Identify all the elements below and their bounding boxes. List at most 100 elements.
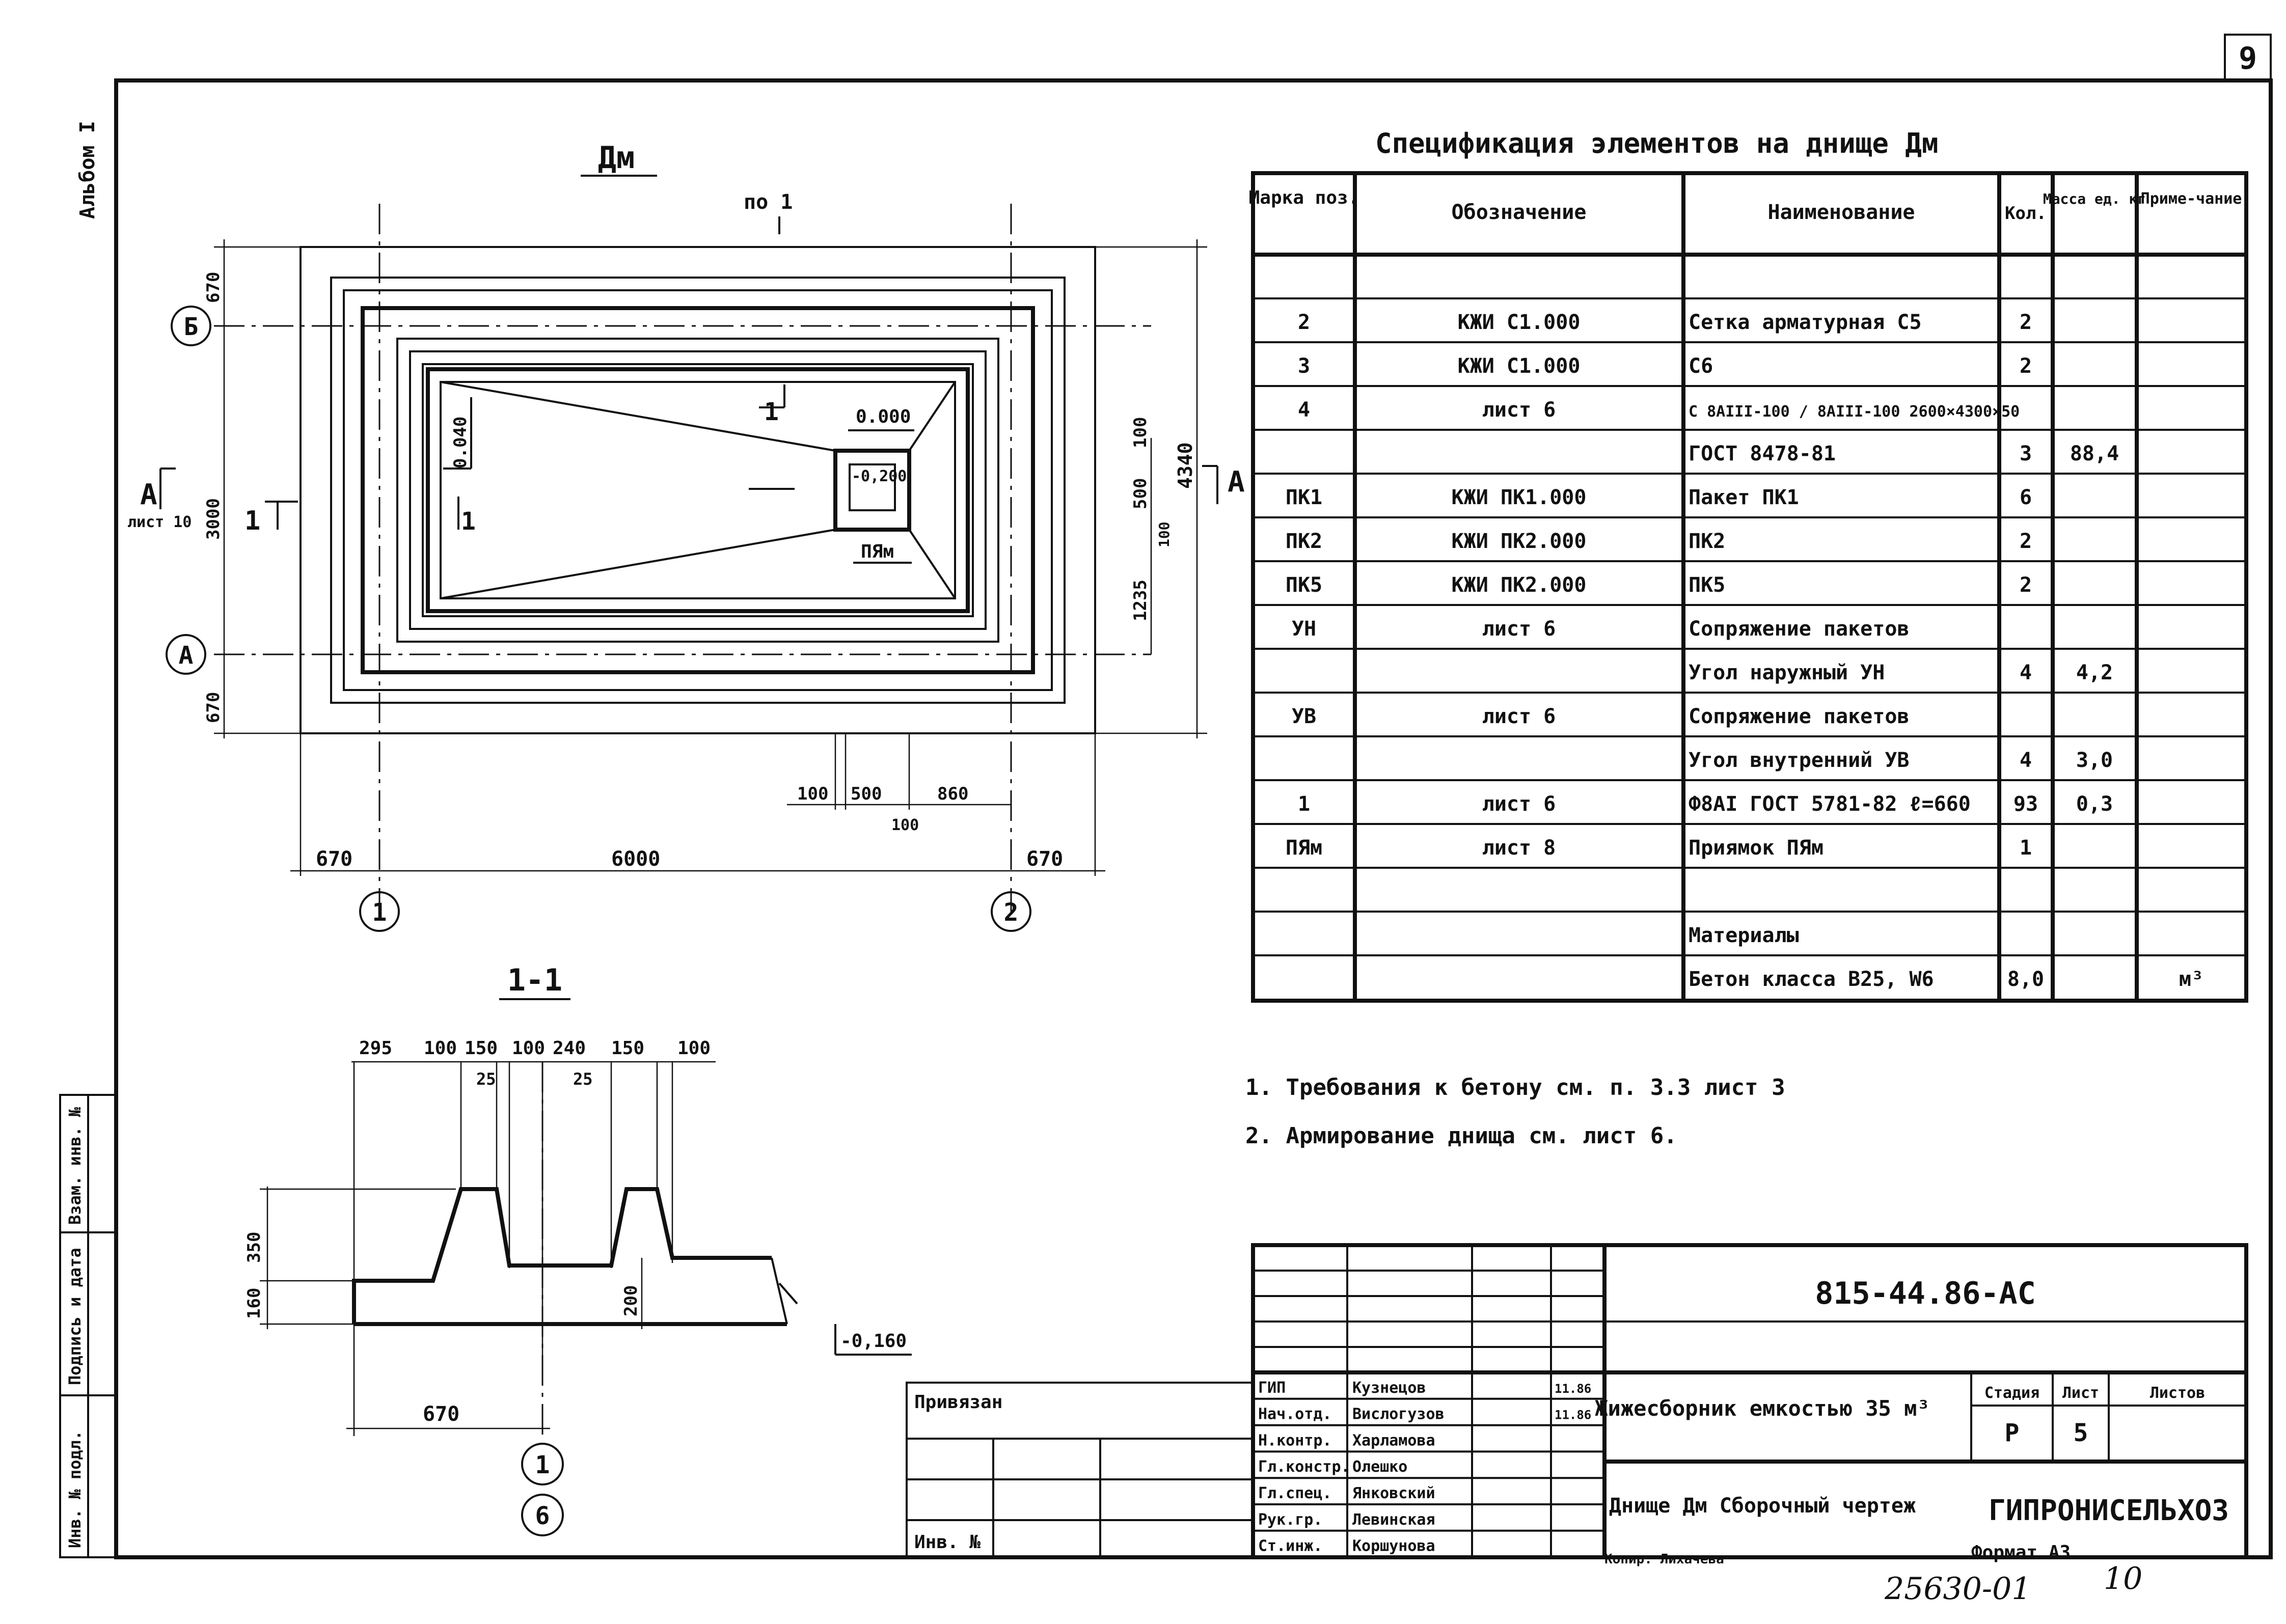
dim-b-100-2: 100 [891,816,919,834]
stamp-date: 11.86 [1555,1382,1591,1396]
section-a-right: А [1228,465,1245,499]
spec-h-name: Наименование [1768,201,1915,224]
sec-dim-160: 160 [244,1288,264,1319]
spec-cell: 0,3 [2076,792,2113,816]
stamp-sheets-h: Листов [2150,1384,2205,1402]
spec-cell: 4,2 [2076,661,2113,684]
spec-cell: 1 [1298,792,1310,816]
sec-dim-670: 670 [423,1402,459,1426]
spec-h-note: Приме-чание [2141,190,2242,208]
sec-mark-m0160: -0,160 [840,1331,907,1352]
spec-cell: 2 [1298,311,1310,334]
note-1: 1. Требования к бетону см. п. 3.3 лист 3 [1245,1075,1785,1100]
sec-dim-150b: 150 [611,1038,644,1059]
spec-cell: КЖИ ПК2.000 [1452,573,1587,597]
spec-cell: КЖИ С1.000 [1458,311,1581,334]
sheet-frame [114,78,2273,1559]
spec-cell: Угол внутренний УВ [1689,749,1909,772]
left-strip: Инв. № подл. Подпись и дата Взам. инв. № [59,1094,117,1558]
stamp-sheet: 5 [2074,1419,2088,1447]
spec-cell: Материалы [1689,924,1799,947]
stamp-kopir: Копир. Лихачева [1604,1552,1724,1567]
dim-mid-left: 3000 [203,498,224,540]
section-1-left: 1 [244,506,260,536]
dim-r-1235: 1235 [1130,580,1151,621]
section-a-left-sheet: лист 10 [127,513,192,531]
spec-cell: лист 8 [1482,836,1556,860]
spec-cell: лист 6 [1482,792,1556,816]
stamp-privyazan: Привязан [914,1392,1002,1413]
spec-h-oboz: Обозначение [1452,201,1587,224]
spec-cell: 4 [2020,749,2032,772]
sec-dim-25a: 25 [476,1069,496,1089]
dim-bot-left: 670 [203,692,224,723]
axis-b-label: Б [184,313,199,341]
stamp-org: ГИПРОНИСЕЛЬХОЗ [1989,1494,2229,1527]
spec-cell: КЖИ ПК1.000 [1452,486,1587,509]
spec-h-mark: Марка поз. [1249,187,1359,208]
spec-cell: Ф8АI ГОСТ 5781-82 ℓ=660 [1689,792,1971,816]
spec-cell: ПК1 [1286,486,1322,509]
spec-cell: Пакет ПК1 [1689,486,1799,509]
dim-r-100-top: 100 [1130,417,1151,448]
strip-inv-podl: Инв. № подл. [65,1430,85,1548]
section-1-inner: 1 [461,507,476,536]
plan-view: Дм по 1 Б А 1 2 [127,140,1245,932]
sec-dim-100b: 100 [512,1038,545,1059]
spec-cell: 2 [2020,573,2032,597]
sec-dim-25b: 25 [573,1069,593,1089]
dim-r-100-bot: 100 [1156,521,1173,547]
spec-cell: 1 [2020,836,2032,860]
spec-cell: 2 [2020,530,2032,553]
section-title: 1-1 [507,962,562,998]
spec-cell: ПК2 [1286,530,1322,553]
spec-h-qty: Кол. [2005,203,2047,224]
axis-2-label: 2 [1004,898,1019,927]
section-view: 1-1 295 100 150 100 240 150 100 25 25 35… [244,962,912,1536]
dim-top-left: 670 [203,272,224,303]
spec-cell: лист 6 [1482,398,1556,422]
stamp-role: Гл.спец. [1258,1484,1332,1502]
stamp-role: Нач.отд. [1258,1406,1332,1423]
stamp-name: Янковский [1352,1484,1435,1502]
stamp-role: Н.контр. [1258,1432,1332,1449]
spec-cell: 3 [1298,354,1310,378]
spec-cell: ГОСТ 8478-81 [1689,442,1836,465]
spec-cell: 4 [1298,398,1310,422]
axis-a-label: А [179,641,194,670]
sec-axis-1: 1 [535,1451,550,1479]
spec-cell: Сопряжение пакетов [1689,705,1909,728]
spec-cell: Угол наружный УН [1689,661,1885,684]
page-number: 9 [2239,41,2257,76]
stamp-stage-h: Стадия [1984,1384,2039,1402]
dim-b-6000: 6000 [611,847,660,871]
section-1-mid: 1 [764,398,779,426]
slope-label: 0.040 [450,417,471,469]
archive-page: 10 [2104,1561,2142,1597]
dim-b-670-left: 670 [316,847,352,871]
album-label: Альбом I [76,121,99,219]
stamp-name: Левинская [1352,1511,1435,1529]
spec-cell: 6 [2020,486,2032,509]
stamp-sheet-h: Лист [2062,1384,2099,1402]
stamp-role: Гл.констр. [1258,1458,1350,1476]
spec-cell: 93 [2013,792,2038,816]
dim-r-500: 500 [1130,478,1151,509]
spec-cell: Сопряжение пакетов [1689,617,1909,641]
stamp-name: Олешко [1352,1458,1407,1476]
mark-m0200: -0,200 [852,467,907,485]
section-a-left: А [140,478,157,511]
spec-cell: 88,4 [2070,442,2119,465]
mark-0000: 0.000 [856,406,911,427]
spec-cell: С 8АIII-100 / 8АIII-100 2600×4300×50 [1689,403,2020,421]
stamp-name: Харламова [1352,1432,1435,1449]
dim-b-100: 100 [797,784,828,804]
dim-b-500: 500 [851,784,882,804]
sec-dim-350: 350 [244,1232,264,1263]
sec-dim-240: 240 [553,1038,586,1059]
spec-cell: УН [1292,617,1316,641]
spec-cell: 4 [2020,661,2032,684]
spec-h-mass: Масса ед. кг [2043,190,2146,207]
slab-outline [300,246,1096,734]
